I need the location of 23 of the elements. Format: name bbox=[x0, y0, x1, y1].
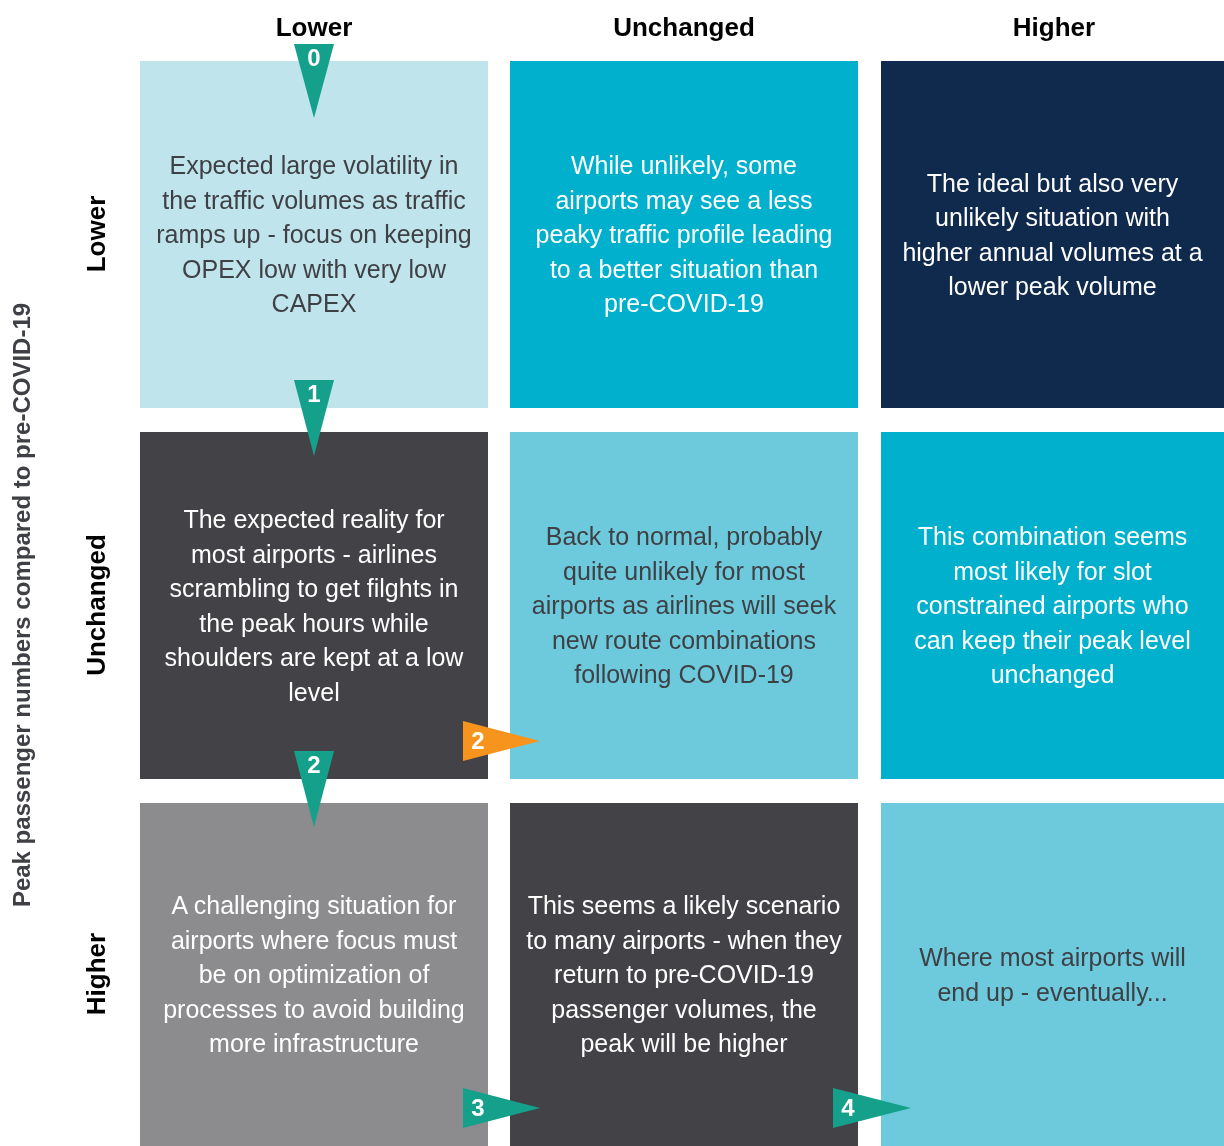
axis-title: Peak passenger numbers compared to pre-COVID-19 bbox=[7, 302, 36, 908]
column-header: Lower bbox=[275, 11, 353, 44]
edge-label: 2 bbox=[307, 753, 321, 777]
arrow bbox=[463, 1088, 540, 1128]
edge-label: 2 bbox=[471, 729, 485, 753]
scenario-box: Back to normal, probably quite unlikely for most airports as airlines will seek new route combinations following COVID-19 bbox=[510, 432, 858, 779]
row-header: Lower bbox=[79, 195, 112, 273]
column-header: Unchanged bbox=[613, 11, 755, 44]
scenario-box: Where most airports will end up - eventually... bbox=[881, 803, 1224, 1146]
edge-label: 4 bbox=[841, 1096, 855, 1120]
scenario-box: The ideal but also very unlikely situation with higher annual volumes at a lower peak volume bbox=[881, 61, 1224, 408]
row-header: Unchanged bbox=[79, 534, 112, 676]
arrow bbox=[833, 1088, 911, 1128]
column-header: Higher bbox=[1012, 11, 1096, 44]
arrow bbox=[463, 721, 540, 761]
arrow bbox=[294, 380, 334, 456]
row-header: Higher bbox=[79, 932, 112, 1016]
edge-label: 1 bbox=[307, 382, 321, 406]
arrow bbox=[294, 751, 334, 827]
arrow bbox=[294, 44, 334, 118]
scenario-box: While unlikely, some airports may see a less peaky traffic profile leading to a better situation than pre-COVID-19 bbox=[510, 61, 858, 408]
scenario-box: This combination seems most likely for slot constrained airports who can keep their peak level unchanged bbox=[881, 432, 1224, 779]
edge-label: 3 bbox=[471, 1096, 485, 1120]
